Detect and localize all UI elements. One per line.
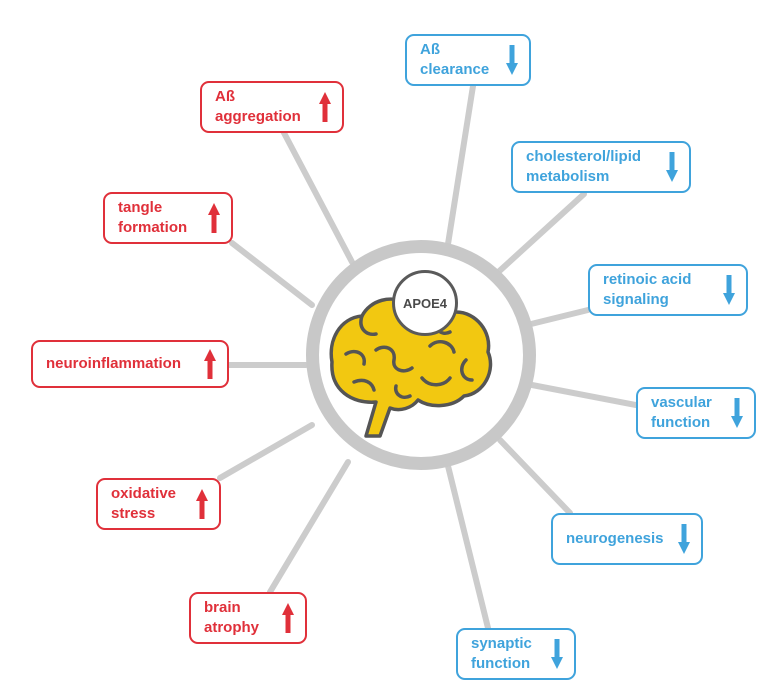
node-brain-atrophy: brain atrophy [189,592,307,644]
arrow-down-icon [551,639,563,669]
node-label: retinoic acid signaling [603,271,692,308]
node-label: tangle formation [118,199,188,236]
connector-ab-aggregation [280,128,355,265]
node-label: vascular function [651,394,712,431]
node-label: oxidative stress [111,485,177,522]
node-neurogenesis: neurogenesis [551,513,703,565]
connector-brain-atrophy [267,459,351,595]
arrow-up-icon [196,489,208,519]
node-label: neuroinflammation [46,355,182,372]
node-tangle-formation: tangle formation [103,192,233,244]
node-retinoic-acid-signaling: retinoic acid signaling [588,264,748,316]
node-vascular-function: vascular function [636,387,756,439]
connector-vascular-function [529,382,639,408]
arrow-up-icon [208,203,220,233]
arrow-up-icon [319,92,331,122]
node-label: synaptic function [471,635,532,672]
connector-oxidative-stress [217,422,315,481]
node-label: cholesterol/lipid metabolism [526,148,642,185]
connector-cholesterol-lipid-metabolism [492,191,587,278]
arrow-up-icon [282,603,294,633]
connector-tangle-formation [229,240,315,308]
arrow-down-icon [506,45,518,75]
node-oxidative-stress: oxidative stress [96,478,221,530]
arrow-down-icon [723,275,735,305]
node-neuroinflammation: neuroinflammation [31,340,229,388]
node-label: Aß clearance [420,41,490,78]
connector-retinoic-acid-signaling [524,307,591,328]
node-cholesterol-lipid-metabolism: cholesterol/lipid metabolism [511,141,691,193]
arrow-down-icon [666,152,678,182]
node-label: brain atrophy [204,599,260,636]
node-synaptic-function: synaptic function [456,628,576,680]
node-ab-aggregation: Aß aggregation [200,81,344,133]
connector-synaptic-function [445,463,491,631]
connector-neurogenesis [497,437,573,516]
arrow-up-icon [204,349,216,379]
node-label: Aß aggregation [215,88,301,125]
apoe4-label: APOE4 [392,270,458,336]
connector-ab-clearance [445,83,476,247]
node-label: neurogenesis [566,530,664,547]
node-ab-clearance: Aß clearance [405,34,531,86]
arrow-down-icon [731,398,743,428]
arrow-down-icon [678,524,690,554]
